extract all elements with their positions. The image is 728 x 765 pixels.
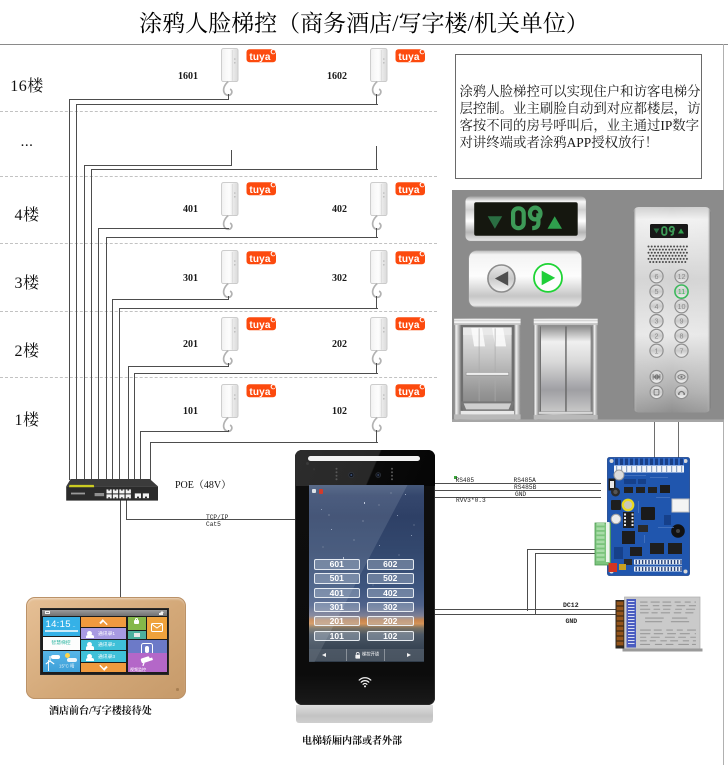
- svg-text:4: 4: [655, 301, 659, 310]
- svg-text:tuya: tuya: [249, 51, 271, 62]
- svg-text:tuya: tuya: [249, 387, 271, 398]
- svg-text:11: 11: [678, 287, 685, 296]
- svg-text:tuya: tuya: [398, 320, 420, 331]
- svg-text:tuya: tuya: [398, 387, 420, 398]
- svg-text:2: 2: [655, 331, 659, 340]
- svg-text:tuya: tuya: [249, 253, 271, 264]
- svg-text:9: 9: [680, 316, 684, 325]
- svg-text:5: 5: [655, 287, 659, 296]
- svg-text:tuya: tuya: [398, 253, 420, 264]
- svg-text:tuya: tuya: [249, 320, 271, 331]
- svg-text:tuya: tuya: [398, 185, 420, 196]
- svg-text:7: 7: [680, 346, 684, 355]
- svg-text:6: 6: [655, 271, 659, 280]
- svg-text:12: 12: [678, 271, 686, 280]
- svg-text:10: 10: [678, 301, 686, 310]
- svg-text:tuya: tuya: [249, 185, 271, 196]
- svg-text:3: 3: [655, 316, 659, 325]
- svg-text:1: 1: [655, 346, 659, 355]
- svg-text:8: 8: [680, 331, 684, 340]
- svg-text:tuya: tuya: [398, 51, 420, 62]
